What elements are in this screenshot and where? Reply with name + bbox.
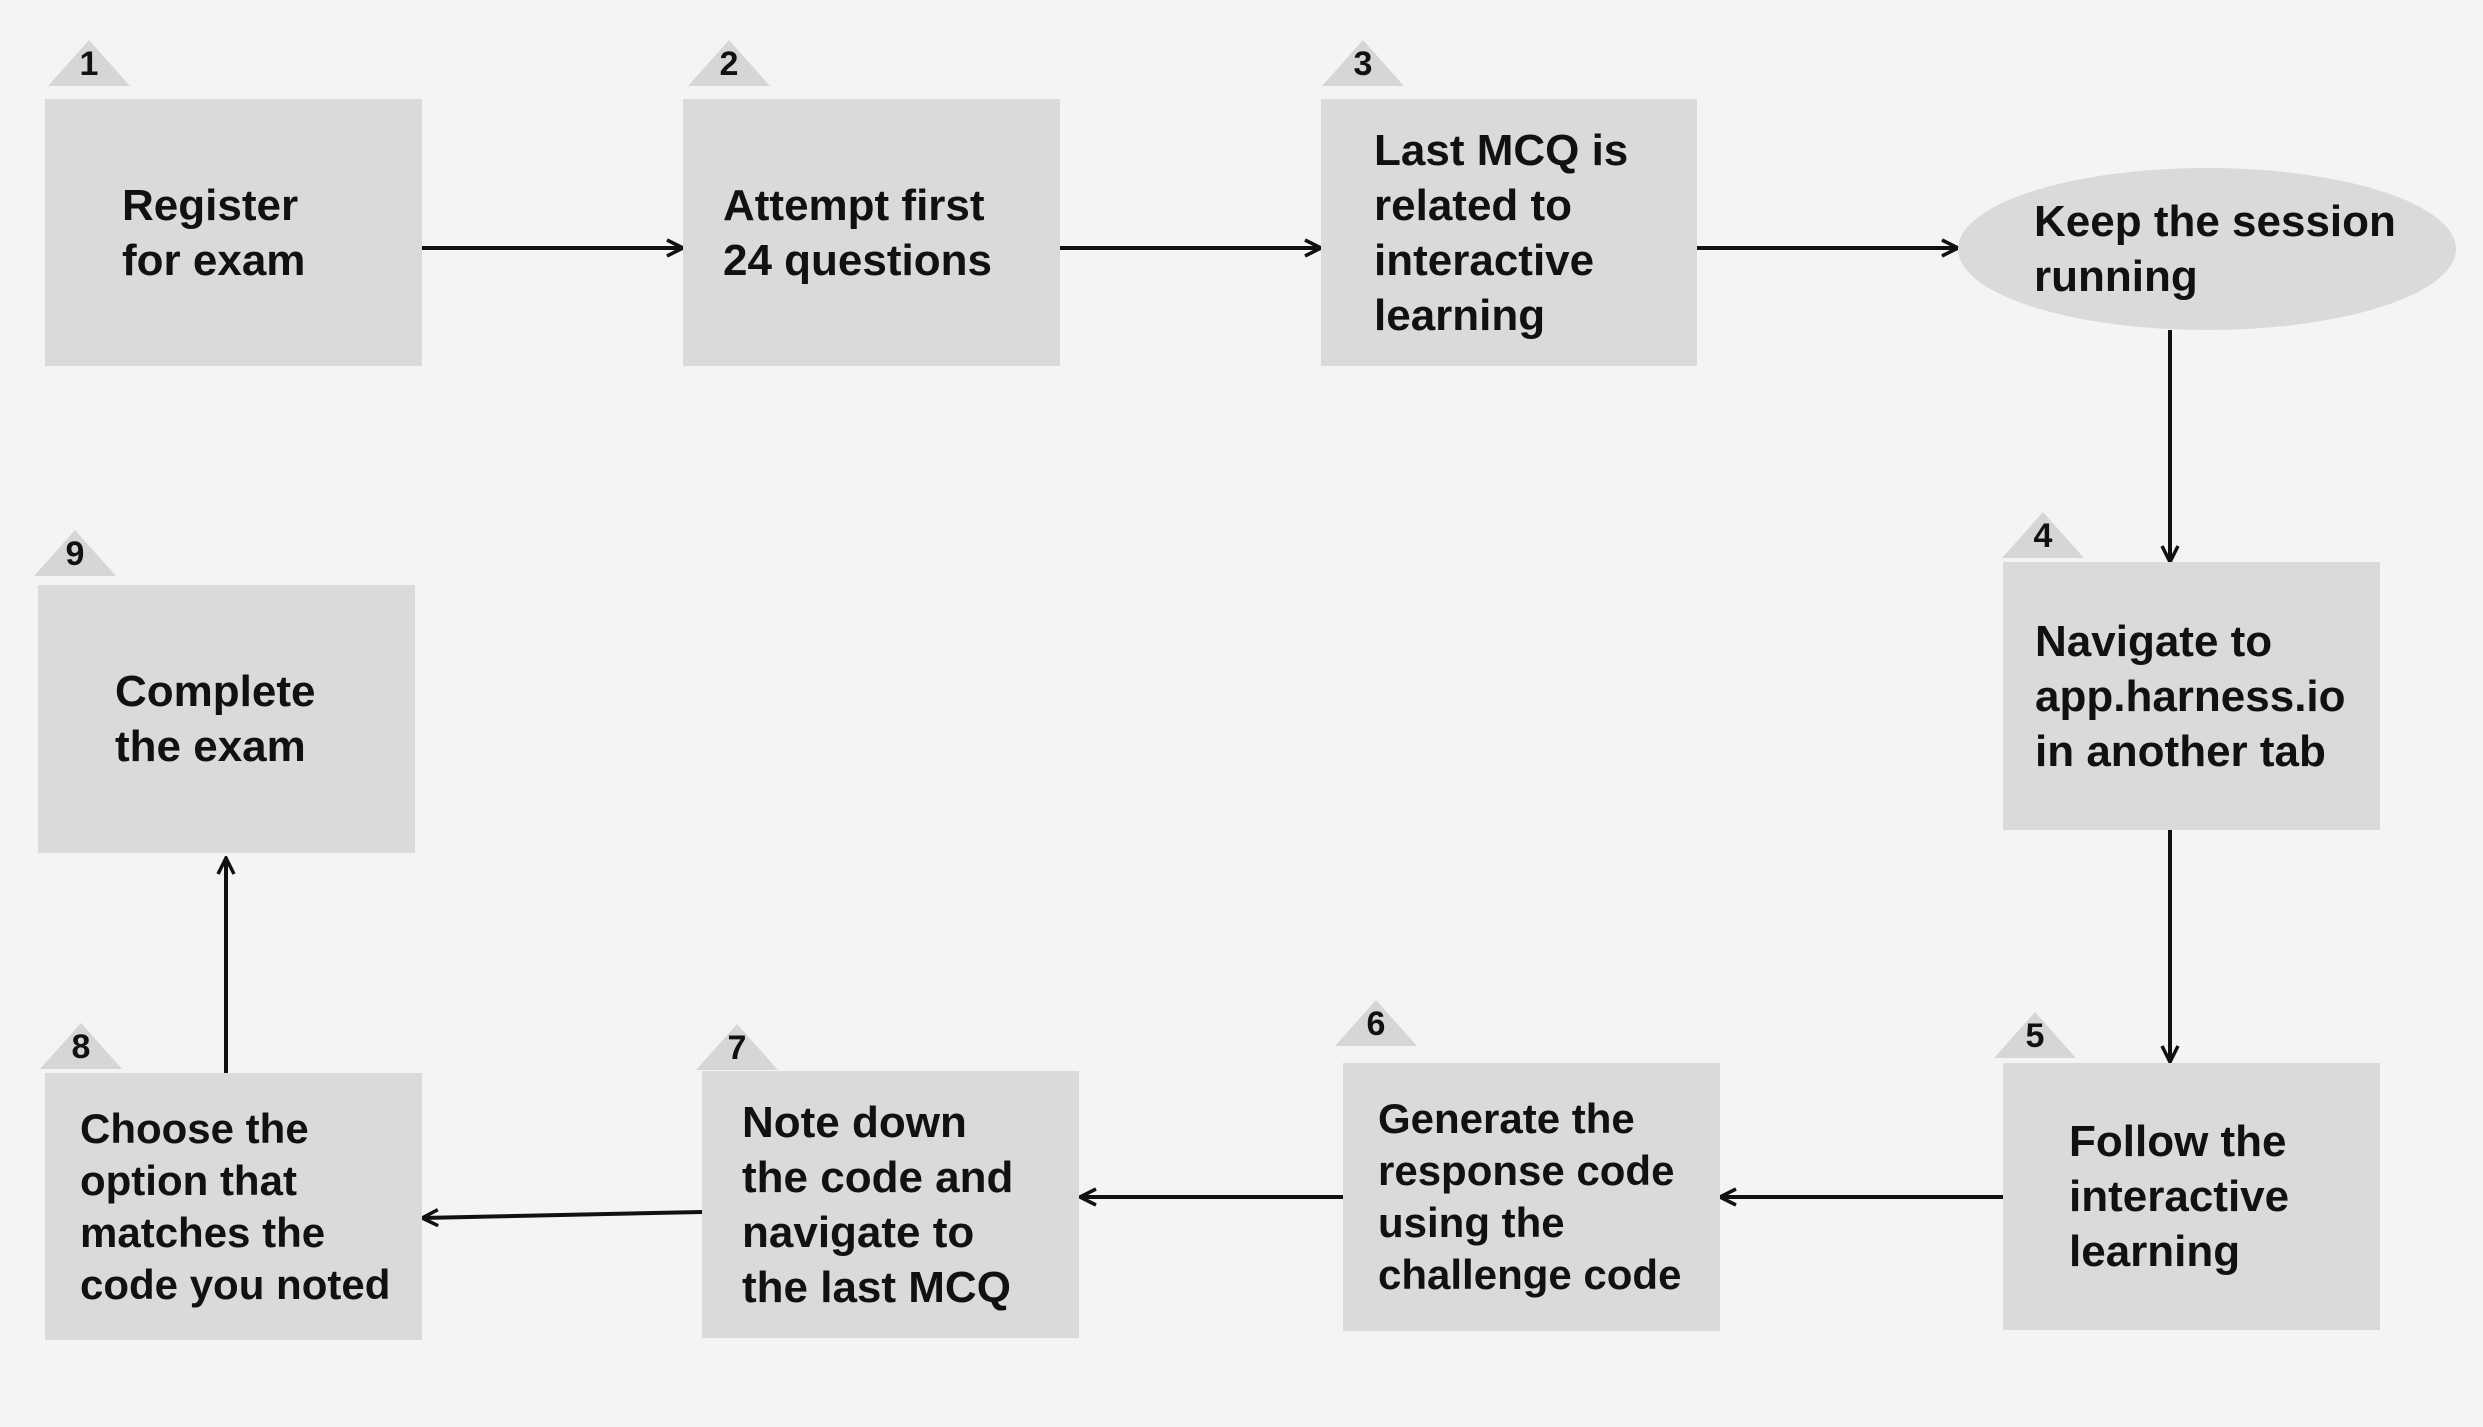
step-6-box: Generate the response code using the cha… [1343,1063,1720,1331]
step-2-label: Attempt first 24 questions [723,180,992,285]
step-1-number: 1 [79,45,99,83]
step-5-badge: 5 [1994,1012,2076,1058]
step-1-label: Register for exam [122,180,306,285]
arrow-7-to-8 [422,1212,703,1218]
step-7-badge: 7 [696,1024,778,1070]
step-9-badge: 9 [34,530,116,576]
step-6-label: Generate the response code using the cha… [1378,1095,1682,1298]
step-2-box: Attempt first 24 questions [683,99,1060,366]
step-8-label: Choose the option that matches the code … [80,1104,391,1308]
keep-session-running-label: Keep the session running [2034,197,2396,301]
step-5-box: Follow the interactive learning [2003,1063,2380,1330]
step-9-label: Complete the exam [115,667,316,771]
step-9-box: Complete the exam [38,585,415,853]
step-1-badge: 1 [48,40,130,86]
step-4-box: Navigate to app.harness.io in another ta… [2003,562,2380,830]
step-6-number: 6 [1366,1005,1386,1043]
step-3-badge: 3 [1322,40,1404,86]
step-4-badge: 4 [2002,512,2084,558]
step-8-badge: 8 [40,1023,122,1069]
step-8-number: 8 [71,1028,91,1066]
step-5-number: 5 [2025,1017,2045,1055]
step-7-box: Note down the code and navigate to the l… [702,1071,1079,1338]
step-3-number: 3 [1353,45,1373,83]
step-7-number: 7 [727,1029,747,1067]
step-1-box: Register for exam [45,99,422,366]
step-7-label: Note down the code and navigate to the l… [742,1097,1014,1312]
step-9-number: 9 [65,535,85,573]
step-2-number: 2 [719,45,739,83]
step-3-box: Last MCQ is related to interactive learn… [1321,99,1697,366]
step-3-label: Last MCQ is related to interactive learn… [1374,125,1629,340]
keep-session-running-node: Keep the session running [1958,168,2456,330]
step-8-box: Choose the option that matches the code … [45,1073,422,1340]
step-6-badge: 6 [1335,1000,1417,1046]
step-5-label: Follow the interactive learning [2069,1117,2290,1276]
step-4-label: Navigate to app.harness.io in another ta… [2035,616,2346,776]
step-4-number: 4 [2033,517,2053,555]
step-2-badge: 2 [688,40,770,86]
